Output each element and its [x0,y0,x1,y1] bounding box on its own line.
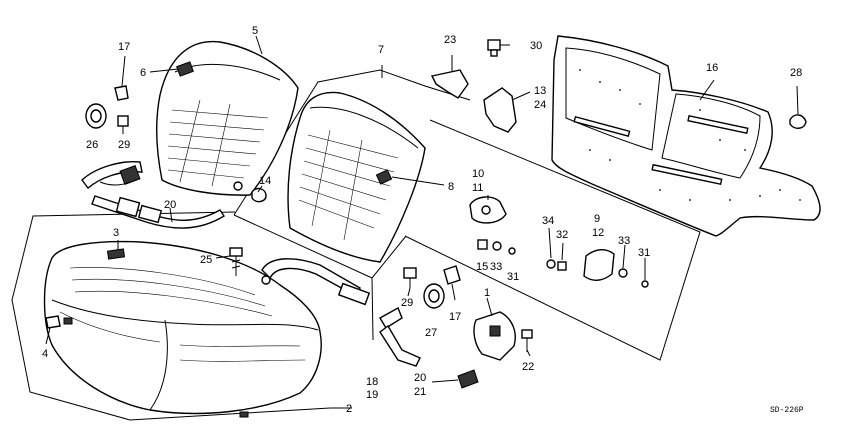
callout-13: 13 [534,85,546,97]
callout-5: 5 [252,25,258,37]
callout-20-left: 26 [86,139,98,151]
callout-27: 25 [200,254,212,266]
callout-14: 14 [259,175,271,187]
callout-16: 16 [706,62,718,74]
callout-29-left: 29 [118,139,130,151]
callout-31-right: 31 [638,247,650,259]
callout-33-center: 33 [490,261,502,273]
callout-17-center: 17 [449,311,461,323]
callouts: 17 6 5 7 23 30 16 28 13 24 26 29 14 10 1… [42,25,804,415]
bolt-26 [521,329,533,352]
callout-2: 2 [346,403,352,415]
group-bracket-backrest [233,69,471,341]
callout-33-right: 33 [618,235,630,247]
bolt-30 [487,39,501,57]
leader-lines [45,35,799,409]
screw-31-right [641,280,649,288]
clip-17-center [443,265,461,285]
bracket-13-19 [483,87,517,133]
clip-4 [45,315,61,329]
clip-14 [251,187,267,203]
callout-4: 4 [42,348,48,360]
callout-28: 28 [790,67,802,79]
bolt-29-center [403,267,417,288]
callout-10: 10 [472,168,484,180]
cover-9-12 [583,249,615,281]
callout-9: 9 [594,213,600,225]
nut-15 [477,239,488,250]
striker-1 [473,311,516,361]
callout-1: 1 [484,287,490,299]
group-bracket-right [381,65,701,361]
bolt-27 [229,247,243,276]
backrest-left [156,40,299,196]
callout-25: 20 [164,199,176,211]
callout-31-center: 31 [507,271,519,283]
seatbelt-center [261,258,421,367]
washer-33-right [618,268,628,278]
clip-28 [789,114,807,129]
grommet-20-left [85,103,107,129]
screw-31-center [508,247,516,255]
clip-17-left [114,85,129,101]
callout-23: 20 [414,372,426,384]
callout-19: 24 [534,99,546,111]
callout-26: 22 [522,361,534,373]
hinge-10-11 [469,196,507,224]
grommet-20-center [423,283,445,309]
callout-22: 19 [366,389,378,401]
seatbelt-left [81,160,225,229]
callout-12: 12 [592,227,604,239]
callout-24: 21 [414,386,426,398]
callout-6: 6 [140,67,146,79]
callout-20-center: 27 [425,327,437,339]
callout-17-left: 17 [118,41,130,53]
callout-34: 34 [542,215,554,227]
washer-34 [546,259,556,269]
bolt-29-left [117,115,129,134]
callout-8: 8 [448,181,454,193]
callout-7: 7 [378,44,384,56]
buckle-23-24 [457,369,479,389]
callout-29-center: 29 [401,297,413,309]
callout-21: 18 [366,376,378,388]
bracket-18 [430,69,469,99]
diagram-code: SD-226P [770,406,804,415]
seat-cushion [43,240,322,418]
callout-30: 30 [530,40,542,52]
callout-18: 23 [444,34,456,46]
callout-15: 15 [476,261,488,273]
washer-33-center [492,241,502,251]
backrest-right [287,91,426,263]
nut-32 [557,261,567,271]
callout-3: 3 [113,227,119,239]
callout-32: 32 [556,229,568,241]
callout-11: 11 [472,182,483,194]
trunk-trim-panel [551,35,821,237]
